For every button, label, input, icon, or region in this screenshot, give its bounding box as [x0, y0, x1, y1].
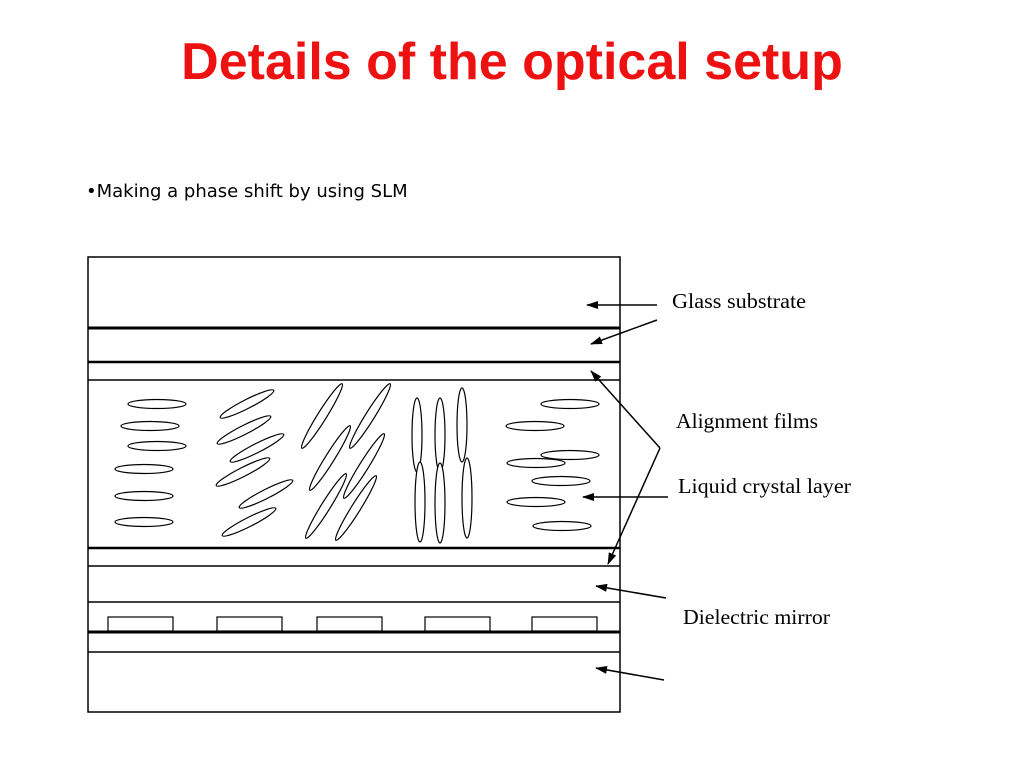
bullet-text: •Making a phase shift by using SLM [86, 181, 408, 202]
lc-molecule [540, 449, 600, 461]
pixel-electrodes [107, 616, 598, 632]
lc-molecule [229, 433, 285, 463]
slide-title: Details of the optical setup [181, 33, 843, 91]
lc-molecule [461, 457, 473, 539]
lc-molecule [342, 433, 386, 499]
label-liquid-crystal-layer: Liquid crystal layer [678, 474, 851, 498]
pointer-arrows [582, 301, 668, 681]
lc-molecule [216, 415, 272, 445]
pixel-electrode [216, 616, 283, 632]
lc-molecule [411, 397, 423, 473]
bottom-glass-arrow [595, 665, 665, 681]
pixel-electrode [316, 616, 383, 632]
label-alignment-films: Alignment films [676, 409, 818, 433]
lc-molecule [114, 463, 174, 475]
lc-molecule [334, 475, 378, 541]
lc-molecule [540, 398, 600, 410]
lc-molecule [506, 457, 566, 469]
label-glass-substrate: Glass substrate [672, 289, 806, 313]
lc-molecule [456, 387, 468, 463]
pixel-electrode [424, 616, 491, 632]
lc-molecule [127, 440, 187, 452]
lc-molecule [114, 490, 174, 502]
lc-molecule [506, 496, 566, 508]
lc-molecule [532, 520, 592, 532]
pixel-electrode [107, 616, 174, 632]
lc-molecule [308, 425, 352, 491]
lc-molecule [348, 383, 392, 449]
lc-molecule [221, 507, 277, 537]
glass-substrate-arrow-second [590, 319, 658, 345]
lc-molecule [215, 457, 271, 487]
lc-molecule [505, 420, 565, 432]
lc-molecule [300, 383, 344, 449]
lc-molecule [127, 398, 187, 410]
alignment-film-arrow-top [590, 370, 661, 449]
lc-molecule [531, 475, 591, 487]
lc-molecule [120, 420, 180, 432]
alignment-film-arrow-bottom [607, 447, 661, 565]
liquid-crystal-molecules [114, 383, 600, 544]
lc-molecule [304, 473, 348, 539]
lc-molecule [414, 461, 426, 543]
dielectric-mirror-arrow [595, 583, 667, 599]
slm-outer-frame [87, 256, 621, 713]
label-dielectric-mirror: Dielectric mirror [683, 605, 830, 629]
lc-molecule [434, 397, 446, 473]
pixel-electrode [531, 616, 598, 632]
lc-molecule [238, 479, 294, 509]
lc-molecule [219, 389, 275, 419]
layer-lines [88, 326, 620, 653]
lc-molecule [434, 462, 446, 544]
lc-molecule [114, 516, 174, 528]
